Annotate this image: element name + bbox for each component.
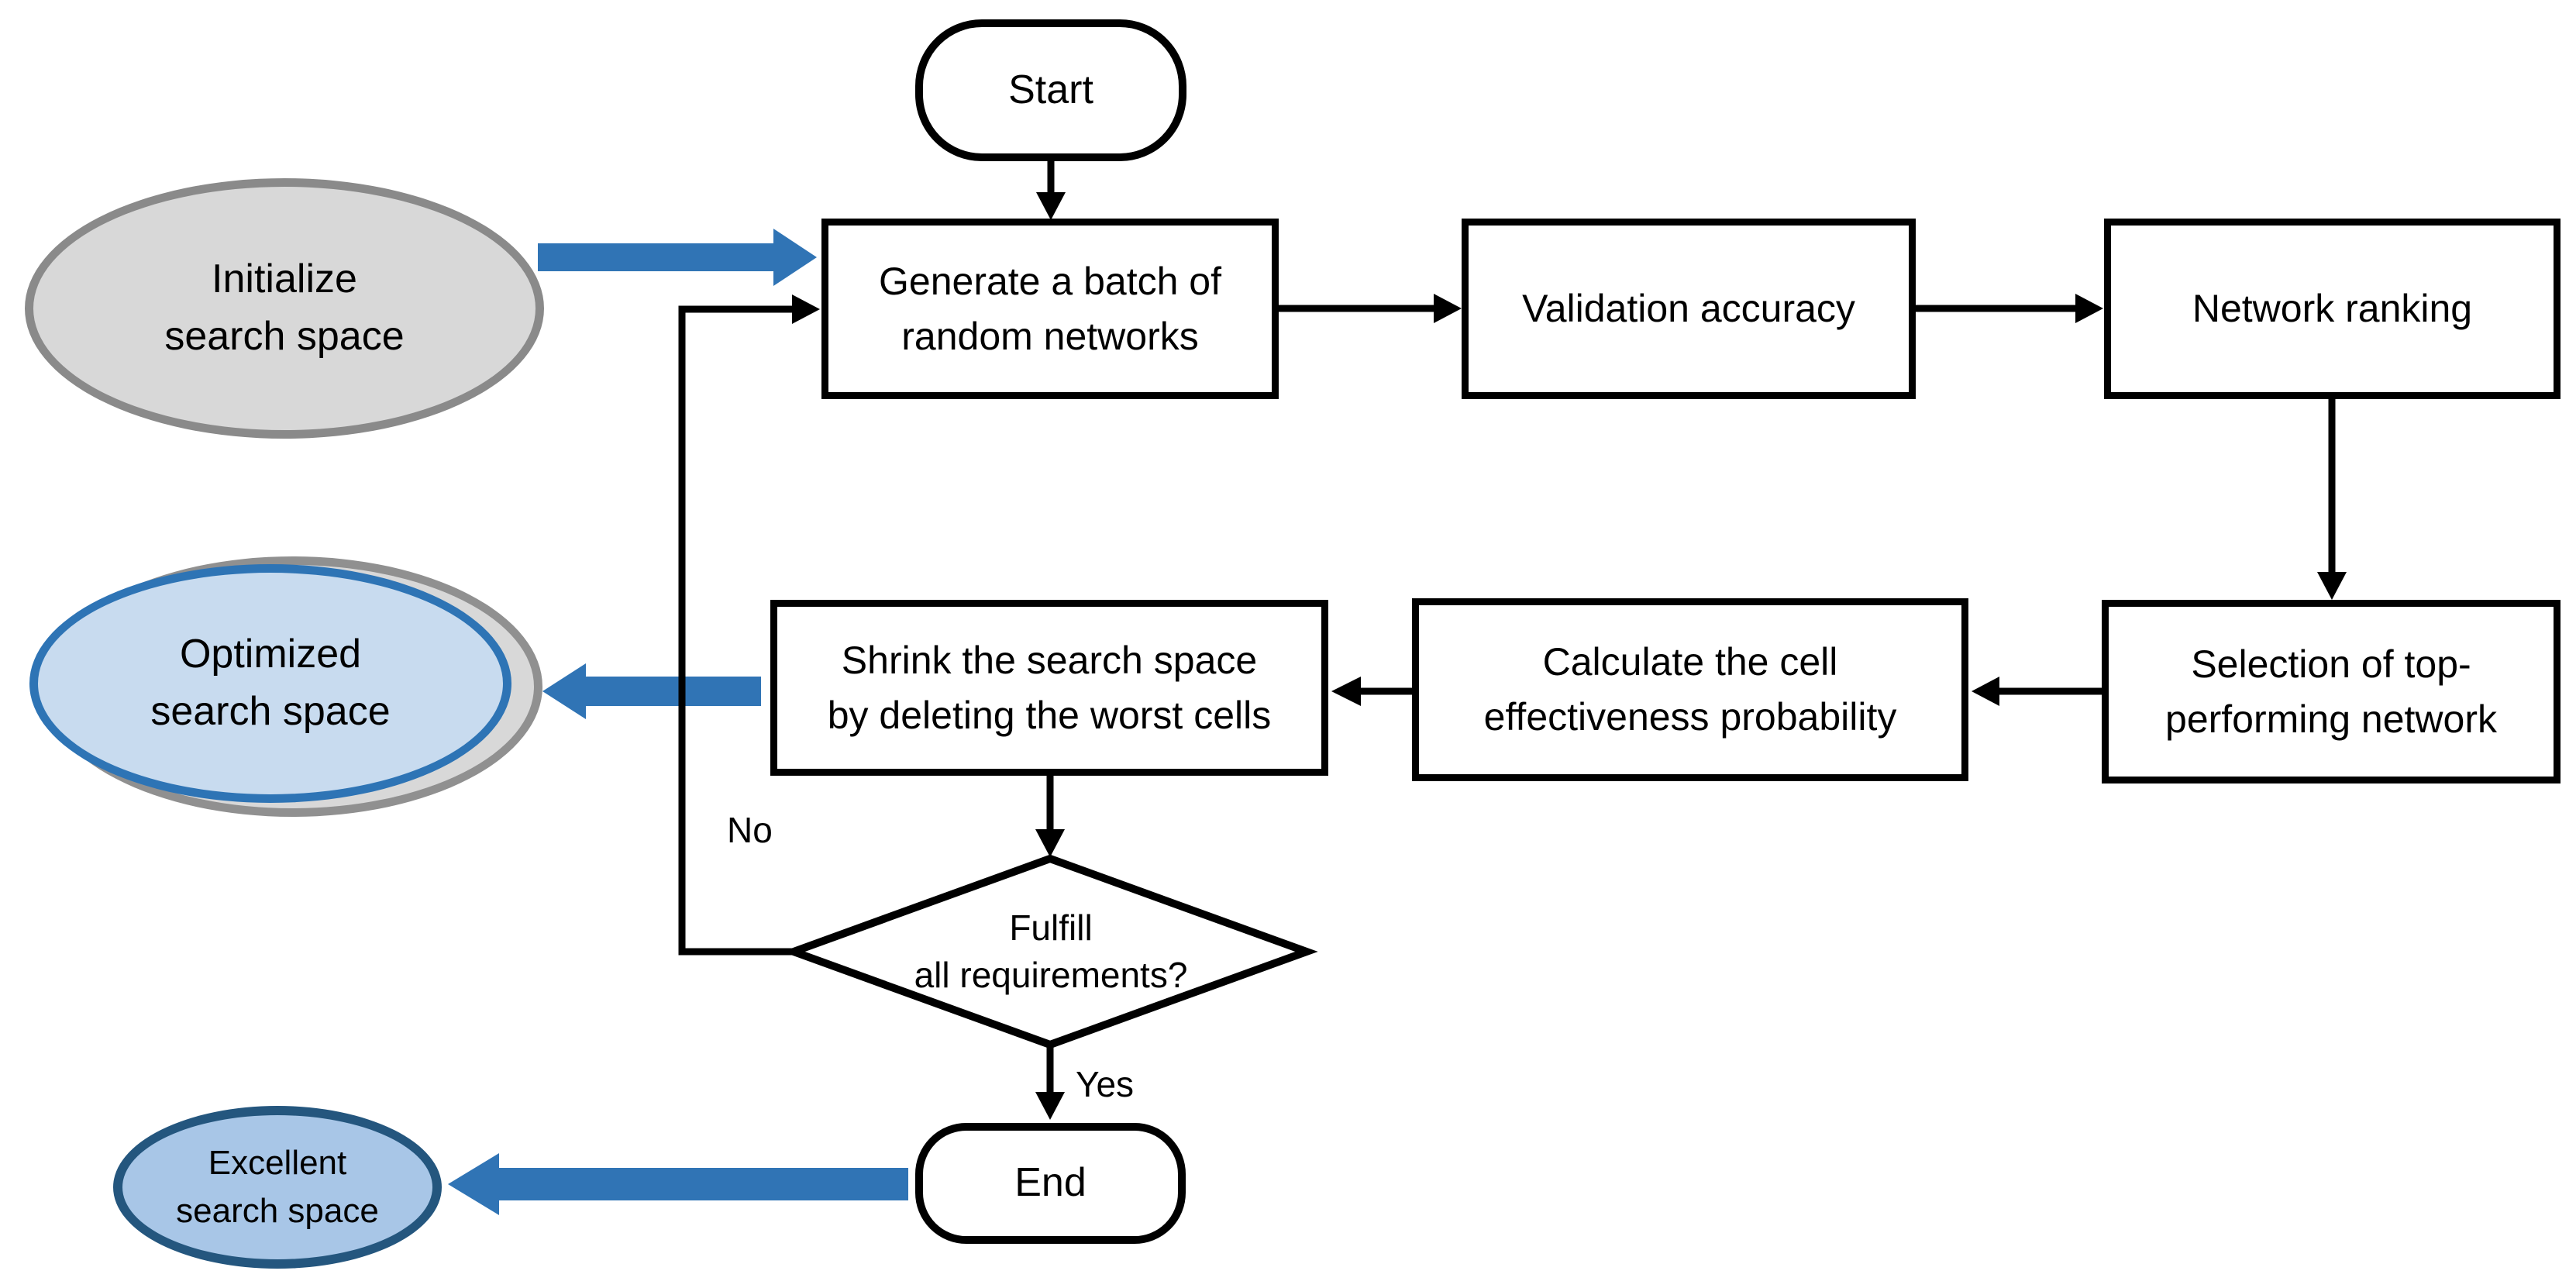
node-generate-batch: Generate a batch of random networks (821, 219, 1279, 399)
node-optimized-search-space: Optimized search space (29, 564, 511, 803)
arrowhead-calculate-shrink (1331, 677, 1361, 706)
arrowhead-decision-end (1035, 1092, 1065, 1120)
arrowhead-ranking-selection (2317, 572, 2347, 600)
initialize-search-space-label: Initialize search space (164, 257, 405, 359)
node-calculate-probability: Calculate the cell effectiveness probabi… (1412, 598, 1968, 781)
calculate-probability-label: Calculate the cell effectiveness probabi… (1483, 640, 1897, 739)
excellent-search-space-label: Excellent search space (176, 1143, 379, 1230)
block-arrow-shrink-to-optimized (542, 663, 761, 719)
validation-accuracy-label: Validation accuracy (1522, 287, 1855, 330)
arrowhead-generate-validation (1434, 294, 1462, 323)
optimized-search-space-label: Optimized search space (150, 632, 391, 734)
arrowhead-validation-ranking (2075, 294, 2103, 323)
node-validation-accuracy: Validation accuracy (1462, 219, 1916, 399)
block-arrow-initialize-to-generate (538, 229, 817, 286)
selection-top-performing-label: Selection of top- performing network (2165, 642, 2497, 741)
network-ranking-label: Network ranking (2192, 287, 2473, 330)
arrowhead-shrink-decision (1035, 829, 1065, 857)
arrowhead-start-generate (1036, 192, 1066, 220)
generate-batch-label: Generate a batch of random networks (879, 259, 1221, 358)
start-label: Start (1008, 67, 1093, 112)
end-label: End (1014, 1160, 1087, 1206)
arrowhead-selection-calculate (1972, 677, 1999, 706)
edge-decision-no-loop (678, 305, 794, 956)
node-initialize-search-space: Initialize search space (25, 178, 544, 439)
arrowhead-no-loop-generate (792, 294, 820, 324)
edge-label-yes: Yes (1076, 1064, 1135, 1104)
decision-fulfill-label: Fulfill all requirements? (914, 907, 1188, 995)
node-end: End (915, 1123, 1186, 1244)
shrink-search-space-label: Shrink the search space by deleting the … (827, 638, 1272, 737)
edge-label-no: No (727, 810, 773, 850)
node-network-ranking: Network ranking (2104, 219, 2561, 399)
node-selection-top-performing: Selection of top- performing network (2102, 600, 2561, 783)
node-shrink-search-space: Shrink the search space by deleting the … (770, 600, 1328, 776)
node-start: Start (915, 19, 1186, 161)
block-arrow-end-to-excellent (448, 1153, 908, 1215)
